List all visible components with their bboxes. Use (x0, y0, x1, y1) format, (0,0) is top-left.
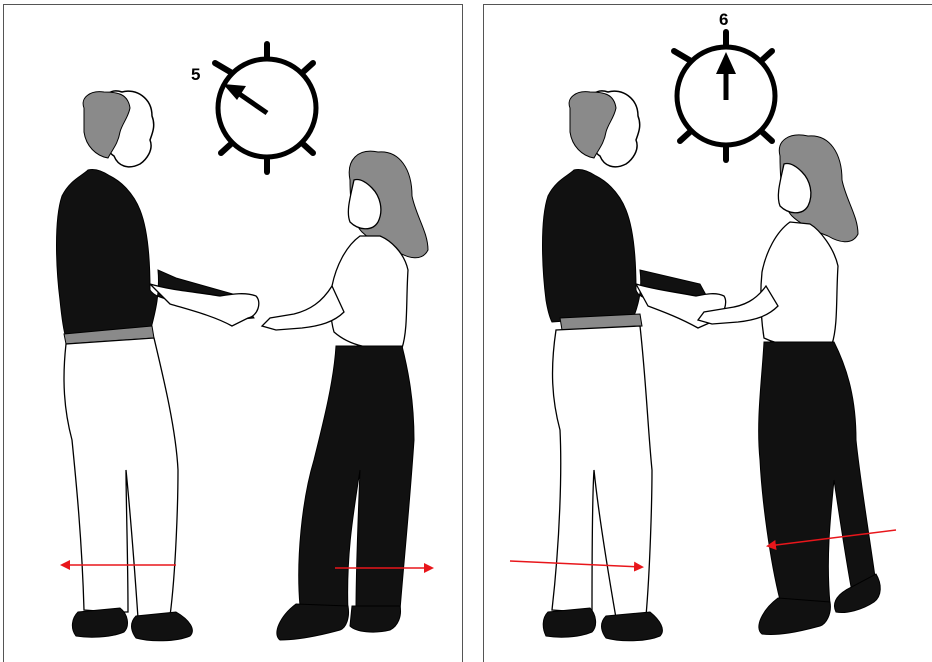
man-figure (57, 91, 259, 641)
count-label: 6 (719, 10, 728, 29)
clock-icon (215, 44, 316, 172)
count-label: 5 (191, 65, 200, 84)
clock-icon (674, 32, 775, 160)
woman-figure (698, 135, 880, 635)
woman-figure (262, 151, 428, 640)
man-figure (543, 91, 726, 641)
